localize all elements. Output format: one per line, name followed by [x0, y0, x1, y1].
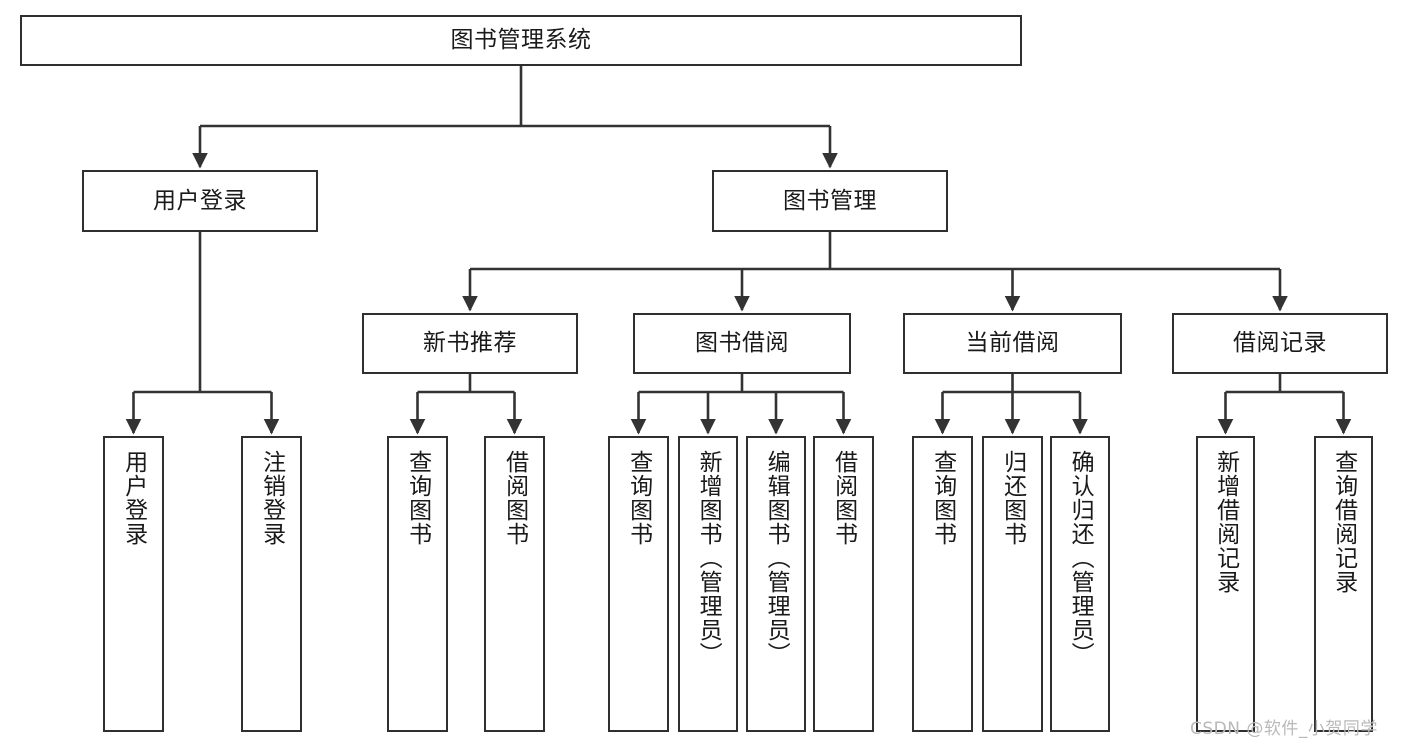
connector-bus — [1225, 374, 1344, 394]
node-leaf-borrow-book-a[interactable]: 借阅图书 — [484, 436, 545, 732]
node-leaf-query-book-c[interactable]: 查询图书 — [912, 436, 973, 732]
node-label: 归还图书 — [999, 450, 1026, 546]
connector-bus — [942, 374, 1080, 394]
node-user-login[interactable]: 用户登录 — [82, 170, 318, 232]
node-label: 查询图书 — [625, 450, 652, 546]
node-label: 用户登录 — [120, 450, 147, 546]
node-leaf-add-book[interactable]: 新增图书（管理员） — [678, 436, 738, 732]
node-book-manage[interactable]: 图书管理 — [712, 170, 948, 232]
node-label: 注销登录 — [258, 450, 285, 546]
node-leaf-query-book-b[interactable]: 查询图书 — [608, 436, 669, 732]
node-label: 新增图书（管理员） — [695, 450, 722, 666]
node-label: 图书管理系统 — [450, 27, 592, 54]
node-label: 借阅记录 — [1233, 330, 1327, 357]
node-label: 当前借阅 — [965, 330, 1060, 357]
node-leaf-borrow-book-b[interactable]: 借阅图书 — [813, 436, 874, 732]
node-leaf-logout[interactable]: 注销登录 — [241, 436, 302, 732]
node-label: 查询图书 — [929, 450, 956, 546]
node-new-book-rec[interactable]: 新书推荐 — [362, 313, 578, 374]
node-leaf-return-book[interactable]: 归还图书 — [982, 436, 1043, 732]
node-label: 查询借阅记录 — [1330, 450, 1357, 594]
node-leaf-confirm-return[interactable]: 确认归还（管理员） — [1050, 436, 1110, 732]
node-label: 用户登录 — [153, 187, 247, 214]
node-label: 借阅图书 — [501, 450, 528, 546]
node-leaf-user-login[interactable]: 用户登录 — [103, 436, 164, 732]
node-root[interactable]: 图书管理系统 — [20, 15, 1022, 66]
node-label: 查询图书 — [404, 450, 431, 546]
node-label: 图书管理 — [783, 187, 877, 214]
node-label: 借阅图书 — [830, 450, 857, 546]
connector-bus — [638, 374, 844, 394]
node-leaf-edit-book[interactable]: 编辑图书（管理员） — [746, 436, 806, 732]
node-leaf-query-book-a[interactable]: 查询图书 — [387, 436, 448, 732]
node-label: 图书借阅 — [695, 330, 789, 357]
connector-bus — [470, 232, 1280, 271]
csdn-watermark: CSDN @软件_小贺同学 — [1190, 719, 1378, 739]
connector-bus — [133, 232, 272, 394]
connector-bus — [417, 374, 515, 394]
node-book-borrow[interactable]: 图书借阅 — [633, 313, 851, 374]
node-leaf-add-record[interactable]: 新增借阅记录 — [1196, 436, 1255, 732]
node-label: 编辑图书（管理员） — [763, 450, 790, 666]
connector-bus — [200, 66, 830, 128]
node-leaf-query-record[interactable]: 查询借阅记录 — [1314, 436, 1373, 732]
node-label: 确认归还（管理员） — [1067, 450, 1094, 666]
node-label: 新增借阅记录 — [1212, 450, 1239, 594]
node-borrow-record[interactable]: 借阅记录 — [1172, 313, 1388, 374]
node-current-borrow[interactable]: 当前借阅 — [903, 313, 1122, 374]
node-label: 新书推荐 — [423, 330, 517, 357]
